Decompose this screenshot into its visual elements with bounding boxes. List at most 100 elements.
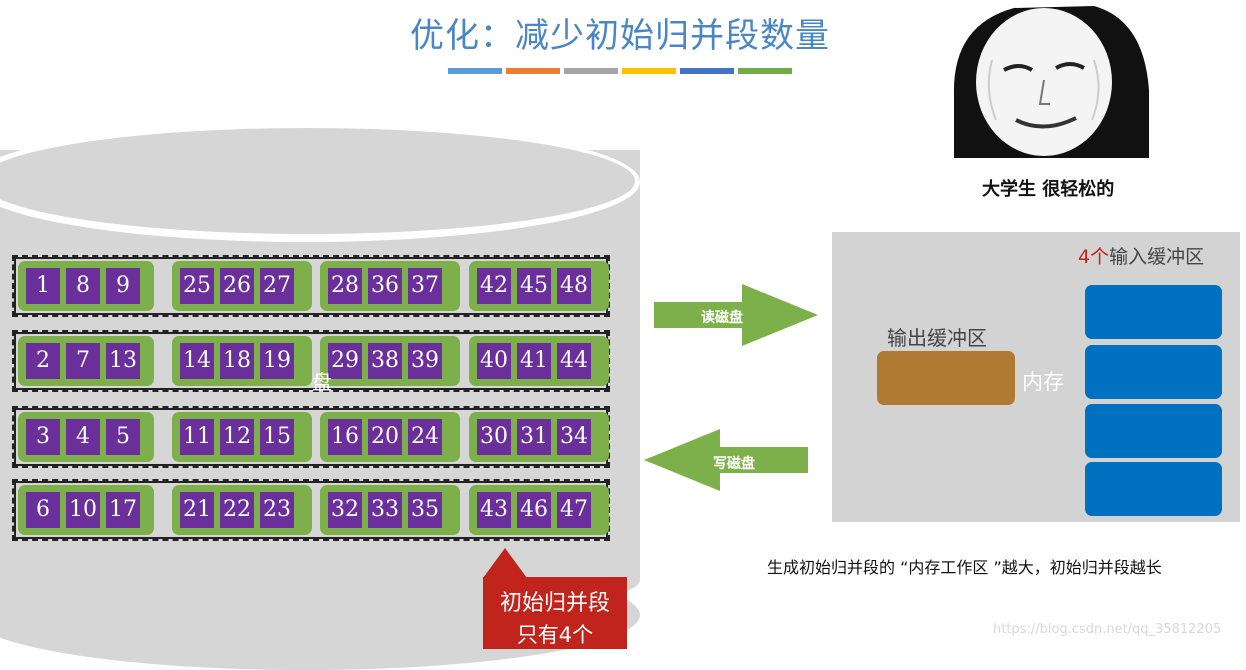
record-cell: 28 — [328, 268, 362, 304]
watermark: https://blog.csdn.net/qq_35812205 — [993, 622, 1222, 637]
output-buffer — [877, 351, 1015, 405]
record-cell: 46 — [517, 492, 551, 528]
read-arrow-shape — [654, 284, 818, 346]
disk-row — [12, 330, 610, 392]
record-cell: 35 — [408, 492, 442, 528]
record-cell: 7 — [66, 343, 100, 379]
disk-row — [12, 406, 610, 468]
input-buffer — [1085, 404, 1222, 458]
record-cell: 27 — [260, 268, 294, 304]
record-cell: 12 — [220, 419, 254, 455]
record-cell: 42 — [477, 268, 511, 304]
record-cell: 5 — [106, 419, 140, 455]
record-cell: 43 — [477, 492, 511, 528]
record-cell: 44 — [557, 343, 591, 379]
record-cell: 20 — [368, 419, 402, 455]
memory-label: 内存 — [1022, 370, 1064, 394]
disk-top — [0, 128, 635, 234]
record-cell: 32 — [328, 492, 362, 528]
underline-segment — [564, 68, 618, 74]
record-cell: 40 — [477, 343, 511, 379]
record-cell: 6 — [26, 492, 60, 528]
record-cell: 19 — [260, 343, 294, 379]
record-cell: 8 — [66, 268, 100, 304]
record-cell: 36 — [368, 268, 402, 304]
record-cell: 2 — [26, 343, 60, 379]
output-buffer-label: 输出缓冲区 — [887, 326, 987, 350]
record-cell: 24 — [408, 419, 442, 455]
input-buffer — [1085, 285, 1222, 339]
underline-segment — [680, 68, 734, 74]
disk-row — [12, 479, 610, 541]
record-cell: 3 — [26, 419, 60, 455]
record-cell: 45 — [517, 268, 551, 304]
note-text: 生成初始归并段的 “内存工作区 ”越大，初始归并段越长 — [767, 558, 1162, 577]
callout-line-1: 初始归并段 — [499, 591, 610, 616]
meme-caption: 大学生 很轻松的 — [982, 179, 1115, 200]
record-cell: 38 — [368, 343, 402, 379]
record-cell: 25 — [180, 268, 214, 304]
underline-segment — [622, 68, 676, 74]
record-cell: 39 — [408, 343, 442, 379]
record-cell: 48 — [557, 268, 591, 304]
record-cell: 30 — [477, 419, 511, 455]
write-disk-label: 写磁盘 — [713, 456, 755, 472]
meme-image — [944, 0, 1154, 158]
record-cell: 47 — [557, 492, 591, 528]
record-cell: 13 — [106, 343, 140, 379]
record-cell: 23 — [260, 492, 294, 528]
input-buffer — [1085, 462, 1222, 516]
input-buffer-heading: 4个输入缓冲区 — [1078, 242, 1204, 269]
page-title: 优化：减少初始归并段数量 — [410, 16, 830, 56]
record-cell: 41 — [517, 343, 551, 379]
record-cell: 4 — [66, 419, 100, 455]
record-cell: 22 — [220, 492, 254, 528]
record-cell: 34 — [557, 419, 591, 455]
record-cell: 31 — [517, 419, 551, 455]
underline-segment — [738, 68, 792, 74]
initial-runs-callout: 初始归并段 只有4个 — [483, 577, 627, 649]
input-buffer — [1085, 345, 1222, 399]
record-cell: 14 — [180, 343, 214, 379]
read-disk-arrow — [654, 284, 818, 346]
record-cell: 16 — [328, 419, 362, 455]
input-buffer-label: 输入缓冲区 — [1109, 246, 1205, 268]
record-cell: 33 — [368, 492, 402, 528]
record-cell: 10 — [66, 492, 100, 528]
underline-segment — [506, 68, 560, 74]
write-disk-arrow — [644, 429, 808, 491]
record-cell: 9 — [106, 268, 140, 304]
record-cell: 18 — [220, 343, 254, 379]
meme-face-icon — [953, 6, 1149, 158]
record-cell: 21 — [180, 492, 214, 528]
record-cell: 29 — [328, 343, 362, 379]
record-cell: 17 — [106, 492, 140, 528]
callout-pointer — [483, 548, 527, 578]
disk-label-fragment: 盘 — [312, 370, 332, 394]
record-cell: 1 — [26, 268, 60, 304]
read-disk-label: 读磁盘 — [701, 310, 743, 326]
disk-row — [12, 255, 610, 317]
record-cell: 15 — [260, 419, 294, 455]
write-arrow-shape — [644, 429, 808, 491]
input-buffer-count: 4个 — [1078, 246, 1110, 268]
callout-line-2: 只有4个 — [516, 623, 594, 647]
record-cell: 11 — [180, 419, 214, 455]
underline-segment — [448, 68, 502, 74]
